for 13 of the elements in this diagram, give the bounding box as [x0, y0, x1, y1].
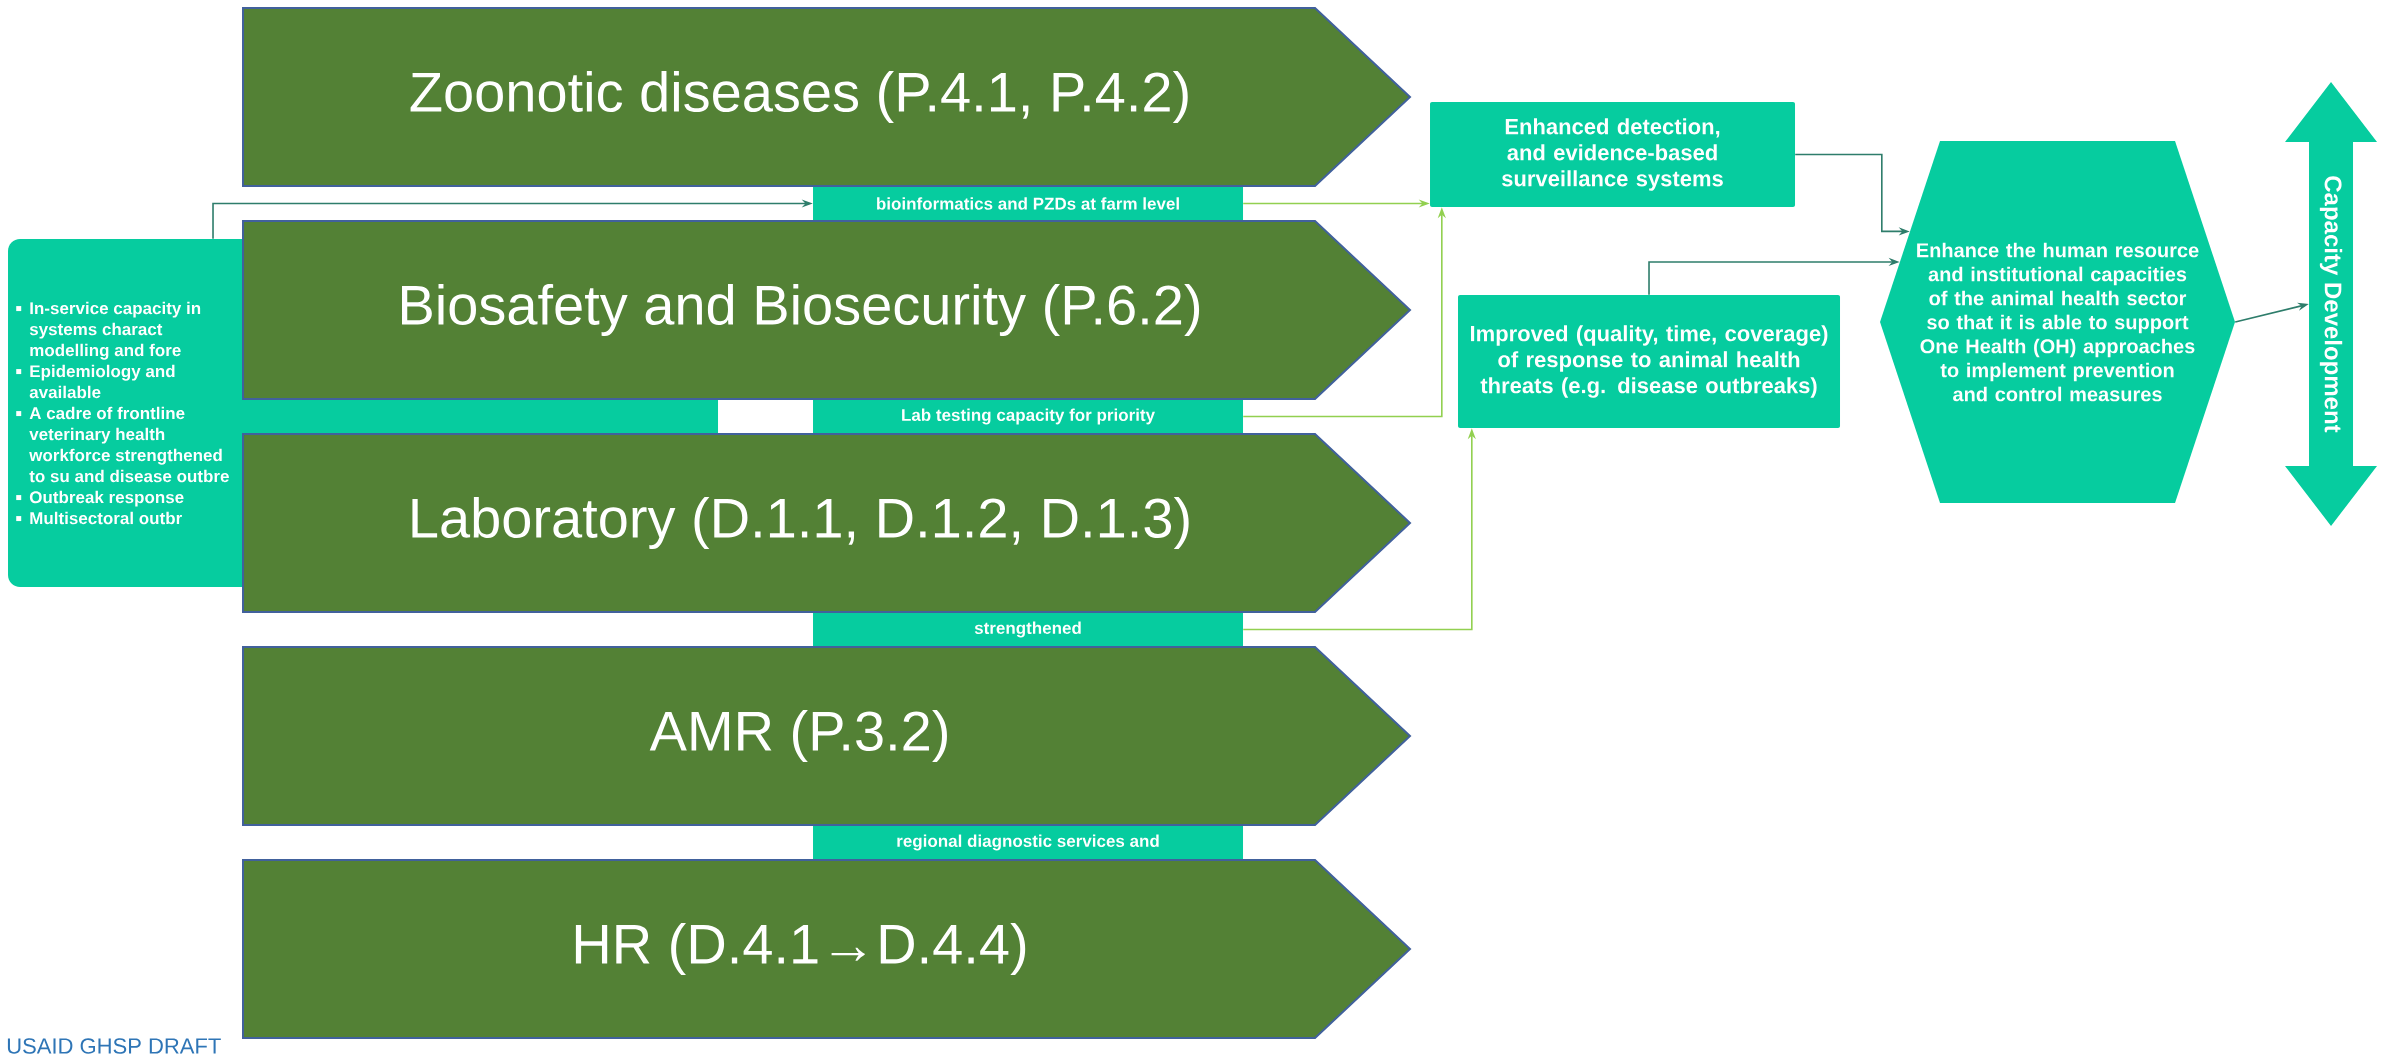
output-box: Lab testing capacity for priority — [813, 400, 1243, 433]
chevron-banner: AMR (P.3.2) — [242, 646, 1412, 826]
chevron-banner: HR (D.4.1→D.4.4) — [242, 859, 1412, 1039]
output-box: bioinformatics and PZDs at farm level — [813, 187, 1243, 220]
output-box: regional diagnostic services and — [813, 826, 1243, 859]
chevron-banner: Biosafety and Biosecurity (P.6.2) — [242, 220, 1412, 400]
goal-hexagon: Enhance the human resource and institutional capacities of the animal health sector so that it is able to support One Health (OH) approaches to implement prevention and control measures — [1880, 141, 2235, 503]
outcome-box: Enhanced detection, and evidence-based surveillance systems — [1430, 102, 1795, 207]
output-box: strengthened — [813, 613, 1243, 646]
outcome-box: Improved (quality, time, coverage) of response to animal health threats (e.g. disease outbreaks) — [1458, 295, 1840, 428]
chevron-banner: Zoonotic diseases (P.4.1, P.4.2) — [242, 7, 1412, 187]
draft-note: USAID GHSP DRAFT — [7, 1038, 221, 1054]
chevron-banner: Laboratory (D.1.1, D.1.2, D.1.3) — [242, 433, 1412, 613]
